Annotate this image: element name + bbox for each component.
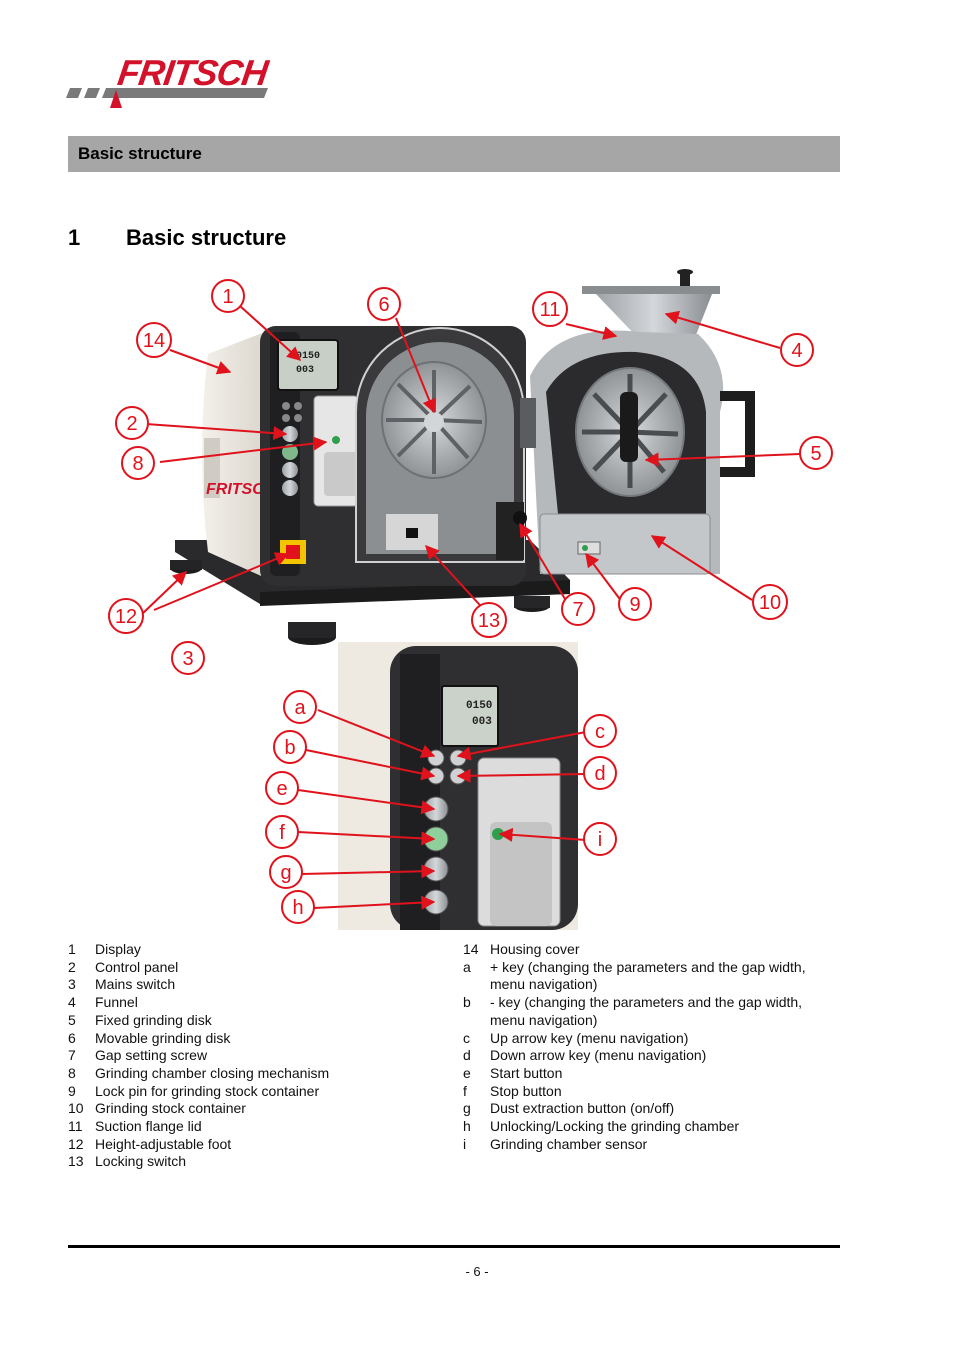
device-figure: FRITSCH 0150 003 bbox=[100, 262, 842, 934]
fritsch-logo: FRITSCH bbox=[66, 52, 286, 112]
svg-text:3: 3 bbox=[182, 648, 193, 670]
footer-divider bbox=[68, 1245, 840, 1248]
chapter-title: Basic structure bbox=[126, 225, 287, 250]
svg-text:13: 13 bbox=[478, 610, 500, 632]
legend-item: b- key (changing the parameters and the … bbox=[463, 994, 803, 1028]
svg-text:1: 1 bbox=[222, 286, 233, 308]
callout-f: f bbox=[265, 815, 299, 849]
chapter-number: 1 bbox=[68, 225, 81, 250]
svg-text:12: 12 bbox=[115, 606, 137, 628]
svg-text:b: b bbox=[284, 737, 295, 759]
callout-8: 8 bbox=[121, 446, 155, 480]
callout-g: g bbox=[269, 855, 303, 889]
callout-a: a bbox=[283, 690, 317, 724]
svg-text:8: 8 bbox=[132, 453, 143, 475]
section-header-title: Basic structure bbox=[78, 144, 202, 163]
callout-5: 5 bbox=[799, 436, 833, 470]
svg-text:14: 14 bbox=[143, 330, 165, 352]
device-illustration: FRITSCH 0150 003 bbox=[108, 269, 833, 930]
callout-7: 7 bbox=[561, 592, 595, 626]
page-number: - 6 - bbox=[465, 1264, 489, 1279]
logo-text: FRITSCH bbox=[115, 52, 270, 93]
svg-text:7: 7 bbox=[572, 599, 583, 621]
callout-3: 3 bbox=[171, 641, 205, 675]
callout-h: h bbox=[281, 890, 315, 924]
svg-text:6: 6 bbox=[378, 294, 389, 316]
callout-13: 13 bbox=[471, 602, 507, 638]
svg-text:4: 4 bbox=[791, 340, 802, 362]
section-header-bar: Basic structure bbox=[68, 136, 840, 172]
callout-6: 6 bbox=[367, 287, 401, 321]
svg-text:5: 5 bbox=[810, 443, 821, 465]
svg-text:h: h bbox=[292, 897, 303, 919]
callout-d: d bbox=[583, 756, 617, 790]
svg-text:f: f bbox=[279, 822, 285, 844]
callout-11: 11 bbox=[532, 291, 568, 327]
callout-c: c bbox=[583, 714, 617, 748]
inset-display-time: 003 bbox=[472, 716, 492, 728]
callout-14: 14 bbox=[136, 322, 172, 358]
svg-text:11: 11 bbox=[540, 299, 561, 321]
inset-display-speed: 0150 bbox=[466, 700, 492, 712]
svg-text:i: i bbox=[598, 829, 602, 851]
callout-e: e bbox=[265, 771, 299, 805]
display-speed: 0150 bbox=[296, 351, 320, 362]
svg-text:g: g bbox=[280, 862, 291, 884]
svg-text:10: 10 bbox=[759, 592, 781, 614]
svg-text:c: c bbox=[595, 721, 605, 743]
svg-text:a: a bbox=[294, 697, 306, 719]
display-time: 003 bbox=[296, 365, 314, 376]
svg-text:2: 2 bbox=[126, 413, 137, 435]
svg-text:d: d bbox=[594, 763, 605, 785]
callout-9: 9 bbox=[618, 587, 652, 621]
svg-text:9: 9 bbox=[629, 594, 640, 616]
logo-stripes-graphic bbox=[66, 88, 268, 108]
callout-i: i bbox=[583, 822, 617, 856]
callout-10: 10 bbox=[752, 584, 788, 620]
housing-brand-text: FRITSCH bbox=[206, 481, 276, 498]
legend-item: a+ key (changing the parameters and the … bbox=[463, 958, 806, 993]
svg-text:e: e bbox=[276, 778, 287, 800]
callout-b: b bbox=[273, 730, 307, 764]
callout-4: 4 bbox=[780, 333, 814, 367]
callout-12: 12 bbox=[108, 598, 144, 634]
callout-1: 1 bbox=[211, 279, 245, 313]
callout-2: 2 bbox=[115, 406, 149, 440]
